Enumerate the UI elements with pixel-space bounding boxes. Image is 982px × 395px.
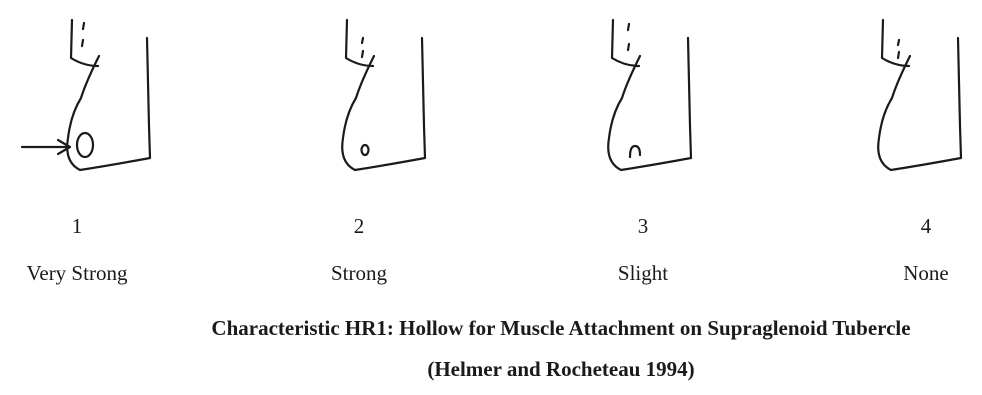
sketch-3-slight [608, 20, 691, 170]
grade-number-4: 4 [826, 214, 982, 239]
grade-number-2: 2 [259, 214, 459, 239]
bone-sketches [0, 0, 982, 230]
grade-number-3: 3 [543, 214, 743, 239]
grade-label-2: Strong [259, 261, 459, 286]
figure-caption-citation: (Helmer and Rocheteau 1994) [0, 357, 982, 382]
grade-label-1: Very Strong [0, 261, 177, 286]
figure-caption-title: Characteristic HR1: Hollow for Muscle At… [0, 316, 982, 341]
grade-label-4: None [826, 261, 982, 286]
grade-label-3: Slight [543, 261, 743, 286]
grade-number-1: 1 [0, 214, 177, 239]
sketch-2-strong [342, 20, 425, 170]
sketch-1-very-strong [22, 20, 150, 170]
sketch-4-none [878, 20, 961, 170]
